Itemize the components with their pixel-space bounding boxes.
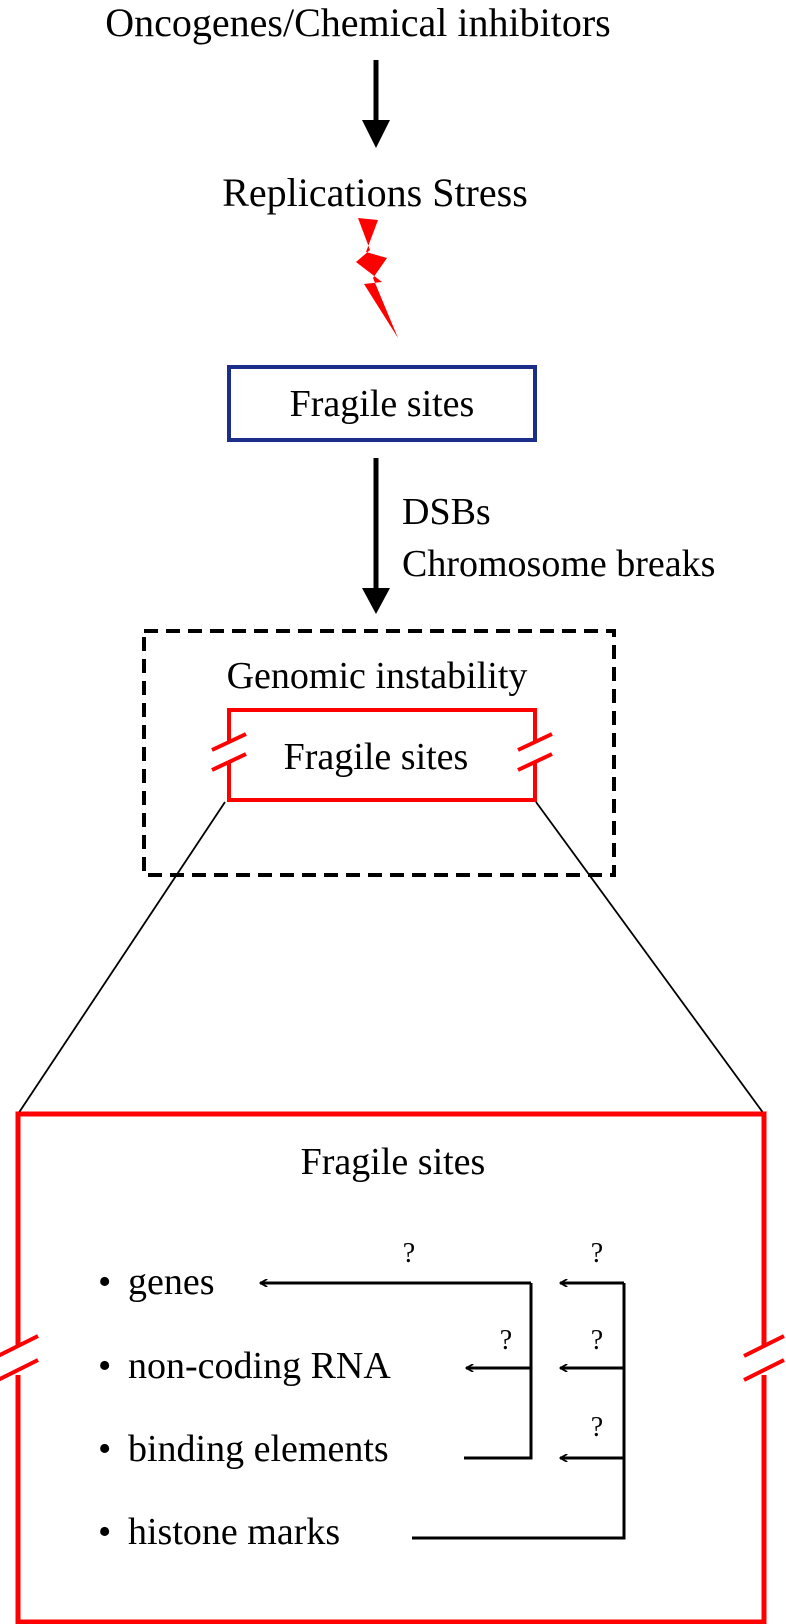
list-item-non-coding-rna: non-coding RNA — [128, 1345, 391, 1387]
zoom-panel-break-marks — [0, 1334, 785, 1382]
down-arrow-1 — [362, 60, 390, 148]
genomic-instability-title: Genomic instability — [227, 655, 528, 697]
inner-break-marks — [211, 732, 553, 772]
question-mark-3: ? — [500, 1325, 512, 1356]
oncogenes-label: Oncogenes/Chemical inhibitors — [105, 0, 610, 45]
binding-elements-connector — [260, 1283, 533, 1460]
histone-marks-connector — [412, 1283, 626, 1540]
genomic-instability-box — [142, 629, 616, 877]
bullet-3: • — [98, 1428, 111, 1470]
dsbs-label: DSBs — [402, 491, 491, 533]
chromosome-breaks-label: Chromosome breaks — [402, 543, 715, 585]
bullet-1: • — [98, 1261, 111, 1303]
list-item-histone-marks: histone marks — [128, 1511, 340, 1553]
zoom-line-right — [535, 801, 765, 1115]
inner-fragile-sites-box — [227, 708, 537, 802]
inner-fragile-sites-label: Fragile sites — [284, 736, 469, 778]
question-marks: ? ? ? ? ? — [403, 1238, 603, 1443]
question-mark-1: ? — [403, 1238, 415, 1269]
question-mark-4: ? — [591, 1325, 603, 1356]
down-arrow-2 — [362, 458, 390, 614]
question-mark-2: ? — [591, 1238, 603, 1269]
zoom-panel-frame — [15, 1111, 767, 1624]
feature-list: • genes • non-coding RNA • binding eleme… — [98, 1261, 391, 1553]
lightning-bolt-icon — [356, 218, 398, 338]
list-item-genes: genes — [128, 1261, 215, 1303]
fragile-sites-box-label: Fragile sites — [290, 383, 475, 425]
zoom-line-left — [17, 801, 226, 1115]
zoom-panel-title: Fragile sites — [301, 1141, 486, 1183]
list-item-binding-elements: binding elements — [128, 1428, 389, 1470]
question-mark-5: ? — [591, 1412, 603, 1443]
fragile-sites-box — [227, 365, 537, 442]
bullet-4: • — [98, 1511, 111, 1553]
bullet-2: • — [98, 1345, 111, 1387]
replication-stress-label: Replications Stress — [222, 170, 528, 215]
